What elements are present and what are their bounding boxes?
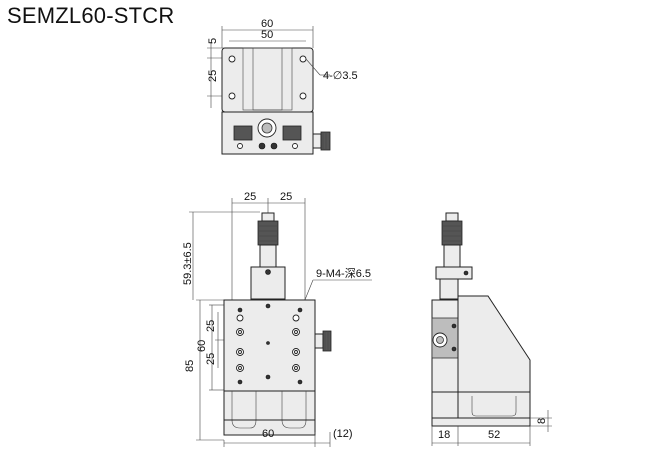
side-base-plate (431, 417, 531, 427)
micrometer-sleeve (259, 244, 277, 268)
front-dim-travel: 59.3±6.5 (182, 242, 194, 285)
front-dim-12: (12) (333, 428, 353, 440)
front-dim-25-left: 25 (244, 191, 256, 203)
top-dim-25: 25 (207, 70, 219, 82)
top-knob (312, 133, 322, 149)
lock-knob (322, 330, 332, 352)
top-view: 60 50 5 25 4-∅3.5 (207, 18, 358, 155)
top-dim-5: 5 (207, 38, 219, 44)
front-view: 25 25 59.3±6.5 9-M4-深6.5 85 60 25 25 (182, 191, 372, 447)
rail-right (282, 125, 302, 141)
side-dim-18: 18 (438, 429, 450, 441)
front-dim-85: 85 (184, 360, 196, 372)
front-dim-25-a: 25 (205, 320, 217, 332)
front-tap-note: 9-M4-深6.5 (316, 267, 371, 280)
mount-hole (299, 92, 307, 100)
lock-knob-base (314, 333, 324, 349)
drawing-title: SEMZL60-STCR (7, 3, 175, 28)
top-dim-50: 50 (261, 29, 273, 41)
micrometer-cap (261, 212, 275, 222)
side-dim-8: 8 (536, 418, 548, 424)
micrometer-thimble (257, 220, 279, 246)
mount-hole (228, 92, 236, 100)
front-dim-60-v: 60 (196, 340, 208, 352)
mount-hole (228, 55, 236, 63)
side-view: 18 52 8 (431, 212, 552, 446)
top-hole-note: 4-∅3.5 (323, 70, 358, 82)
top-dim-60: 60 (261, 18, 273, 30)
front-dim-25-b: 25 (205, 353, 217, 365)
top-plate (221, 47, 314, 113)
rail-left (233, 125, 253, 141)
side-micrometer-thimble (441, 220, 463, 246)
mount-hole (299, 55, 307, 63)
front-dim-25-right: 25 (280, 191, 292, 203)
tapped-holes (236, 314, 300, 372)
stage-base (223, 390, 316, 436)
side-dim-52: 52 (488, 429, 500, 441)
front-dim-60-h: 60 (262, 428, 274, 440)
